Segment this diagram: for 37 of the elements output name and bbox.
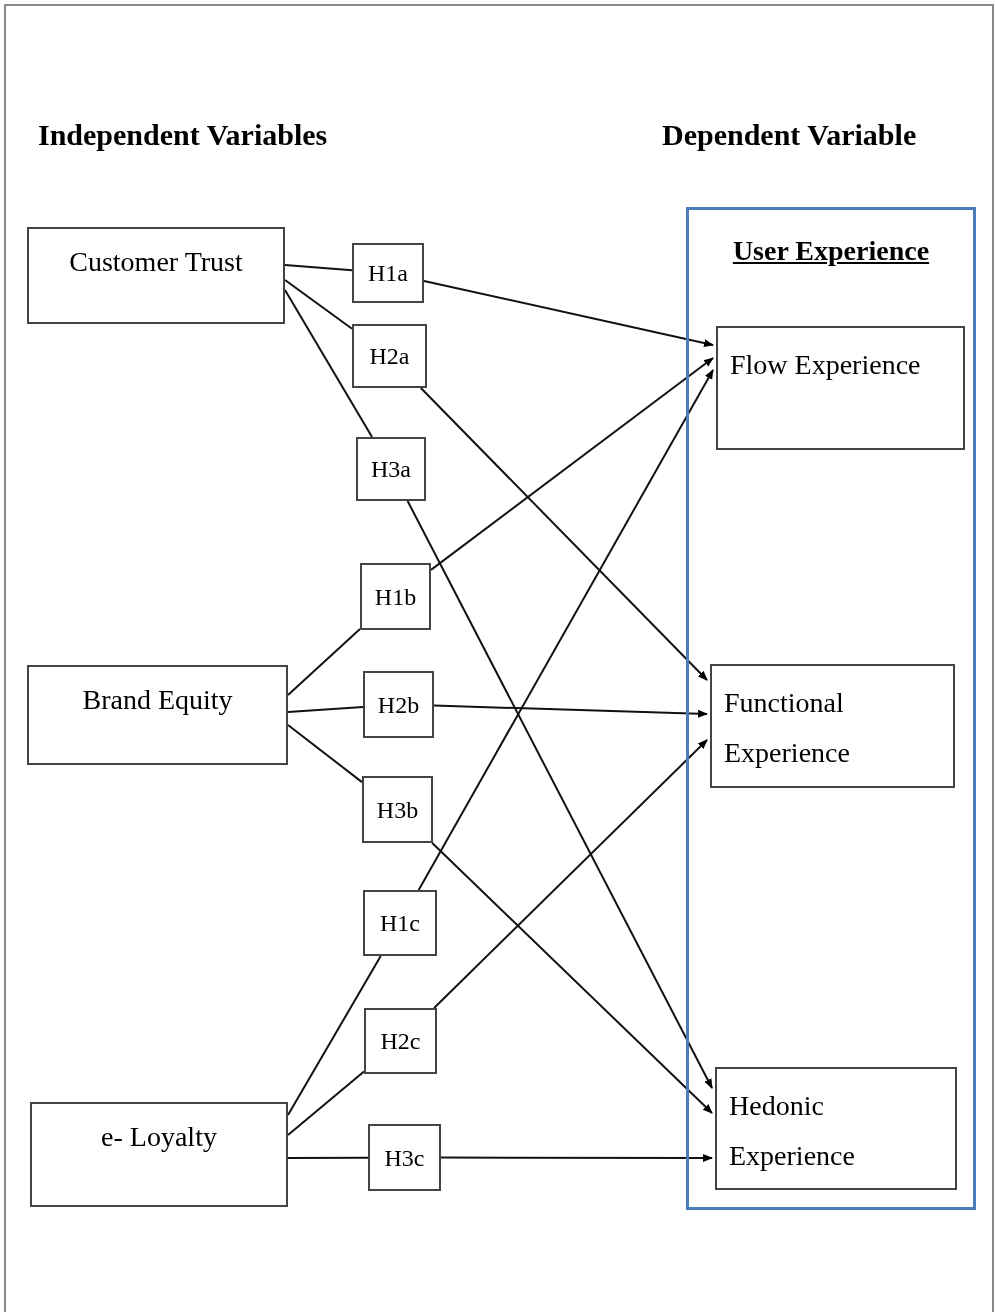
connector-line <box>287 724 363 784</box>
arrow <box>431 842 713 1114</box>
variable-box: Customer Trust <box>27 227 285 324</box>
arrow <box>433 704 708 718</box>
connector-line <box>284 289 374 438</box>
arrow <box>417 369 714 891</box>
connector-line <box>287 1156 369 1159</box>
hypothesis-box: H3a <box>356 437 426 501</box>
hypothesis-box: H1b <box>360 563 431 630</box>
hypothesis-box: H1a <box>352 243 424 303</box>
connector-line <box>287 705 364 713</box>
arrow <box>430 357 714 571</box>
group-frame <box>686 207 976 1210</box>
connector-line <box>284 264 353 272</box>
hypothesis-box: H1c <box>363 890 437 956</box>
variable-box: e- Loyalty <box>30 1102 288 1207</box>
hypothesis-box: H3b <box>362 776 433 843</box>
arrow <box>440 1154 713 1162</box>
hypothesis-box: H2b <box>363 671 434 738</box>
variable-box: Functional Experience <box>710 664 955 788</box>
variable-box: Brand Equity <box>27 665 288 765</box>
arrow <box>419 387 708 681</box>
arrow <box>406 500 713 1089</box>
connector-line <box>287 628 361 696</box>
variable-box: Hedonic Experience <box>715 1067 957 1190</box>
column-heading: Independent Variables <box>38 117 328 153</box>
connector-line <box>284 279 353 330</box>
connector-line <box>287 955 382 1116</box>
column-heading: Dependent Variable <box>662 117 917 153</box>
group-heading: User Experience <box>731 234 931 268</box>
connector-line <box>287 1070 365 1136</box>
arrow <box>423 280 714 347</box>
variable-box: Flow Experience <box>716 326 965 450</box>
hypothesis-box: H2a <box>352 324 427 388</box>
hypothesis-box: H3c <box>368 1124 441 1191</box>
hypothesis-box: H2c <box>364 1008 437 1074</box>
arrow <box>433 739 708 1009</box>
